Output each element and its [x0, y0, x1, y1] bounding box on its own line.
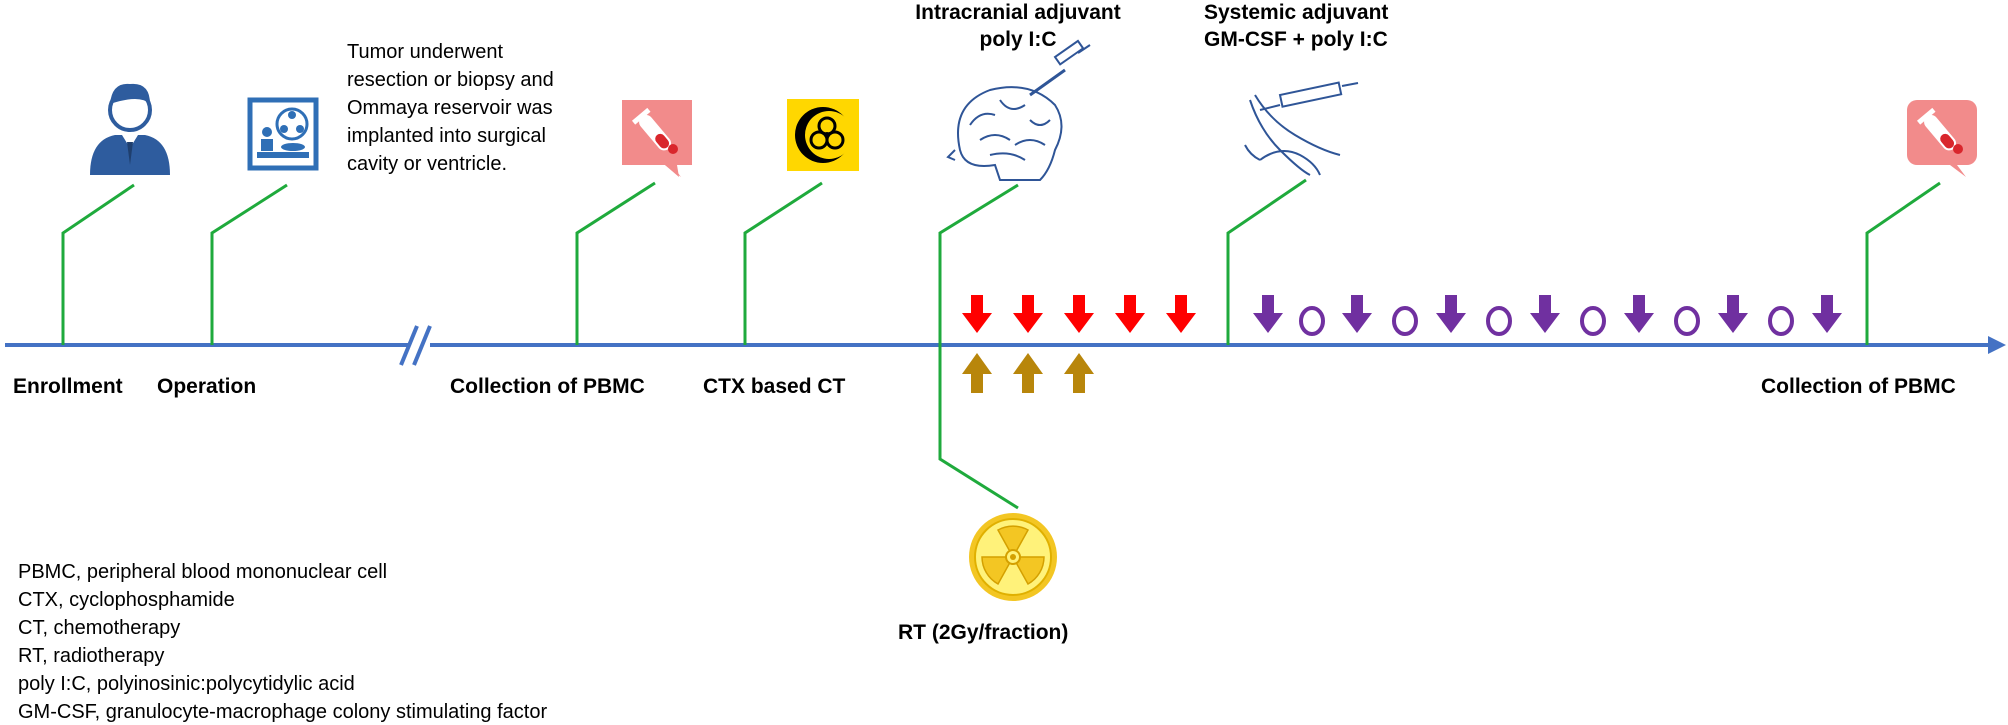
- rt-arrow: [962, 353, 992, 393]
- arm-injection-icon: [1244, 81, 1359, 176]
- connector-enrollment: [61, 183, 135, 345]
- intracranial-arrows: [962, 295, 1196, 333]
- label-intracranial-line2: poly I:C: [980, 28, 1057, 51]
- intracranial-arrow: [1013, 295, 1043, 333]
- connector-rt: [938, 345, 1019, 510]
- legend-item: GM-CSF, granulocyte-macrophage colony st…: [18, 701, 547, 723]
- intracranial-arrow: [1166, 295, 1196, 333]
- abbreviation-legend: PBMC, peripheral blood mononuclear cell …: [18, 561, 547, 723]
- timeline-break-mark: [399, 325, 432, 366]
- operation-note-line: cavity or ventricle.: [347, 153, 507, 175]
- connector-systemic: [1226, 178, 1307, 345]
- gm-csf-arrow: [1530, 295, 1560, 333]
- gm-csf-arrow: [1253, 295, 1283, 333]
- systemic-circles: [1299, 306, 1794, 336]
- doctor-icon: [90, 83, 170, 175]
- legend-item: CT, chemotherapy: [18, 617, 180, 639]
- label-enrollment: Enrollment: [13, 375, 123, 398]
- biohazard-icon: [787, 99, 859, 171]
- intracranial-arrow: [1115, 295, 1145, 333]
- label-ctx-based-ct: CTX based CT: [703, 375, 846, 398]
- timeline-arrowhead: [1988, 336, 2006, 354]
- gm-csf-arrow: [1624, 295, 1654, 333]
- operation-note-line: implanted into surgical: [347, 125, 546, 147]
- connector-intracranial: [938, 183, 1019, 345]
- gm-csf-arrow: [1718, 295, 1748, 333]
- operation-note-line: resection or biopsy and: [347, 69, 554, 91]
- connectors: [61, 178, 1941, 510]
- operation-note: Tumor underwent resection or biopsy and …: [347, 41, 554, 175]
- rt-arrows: [962, 353, 1094, 393]
- label-operation: Operation: [157, 375, 256, 398]
- label-collection-pbmc-1: Collection of PBMC: [450, 375, 645, 398]
- gm-csf-arrow: [1436, 295, 1466, 333]
- poly-ic-circle: [1674, 306, 1700, 336]
- legend-item: poly I:C, polyinosinic:polycytidylic aci…: [18, 673, 355, 695]
- legend-item: PBMC, peripheral blood mononuclear cell: [18, 561, 387, 583]
- label-rt: RT (2Gy/fraction): [898, 621, 1068, 644]
- intracranial-arrow: [1064, 295, 1094, 333]
- operation-note-line: Ommaya reservoir was: [347, 97, 553, 119]
- connector-pbmc-1: [575, 181, 656, 345]
- brain-injection-icon: [946, 39, 1091, 181]
- poly-ic-circle: [1392, 306, 1418, 336]
- rt-arrow: [1013, 353, 1043, 393]
- connector-operation: [210, 183, 288, 345]
- legend-item: CTX, cyclophosphamide: [18, 589, 235, 611]
- rt-arrow: [1064, 353, 1094, 393]
- gm-csf-arrow: [1342, 295, 1372, 333]
- operation-note-line: Tumor underwent: [347, 41, 503, 63]
- blood-test-icon-end: [1907, 100, 1977, 177]
- poly-ic-circle: [1486, 306, 1512, 336]
- radiation-icon: [969, 513, 1057, 601]
- label-systemic-line1: Systemic adjuvant: [1204, 1, 1388, 24]
- poly-ic-circle: [1299, 306, 1325, 336]
- label-intracranial-line1: Intracranial adjuvant: [915, 1, 1120, 24]
- connector-ctx: [743, 181, 823, 345]
- label-systemic-line2: GM-CSF + poly I:C: [1204, 28, 1388, 51]
- legend-item: RT, radiotherapy: [18, 645, 164, 667]
- blood-test-icon: [622, 100, 692, 177]
- label-collection-pbmc-2: Collection of PBMC: [1761, 375, 1956, 398]
- connector-pbmc-2: [1865, 181, 1941, 345]
- poly-ic-circle: [1768, 306, 1794, 336]
- intracranial-arrow: [962, 295, 992, 333]
- poly-ic-circle: [1580, 306, 1606, 336]
- systemic-arrows: [1253, 295, 1842, 333]
- surgery-icon: [247, 97, 319, 171]
- gm-csf-arrow: [1812, 295, 1842, 333]
